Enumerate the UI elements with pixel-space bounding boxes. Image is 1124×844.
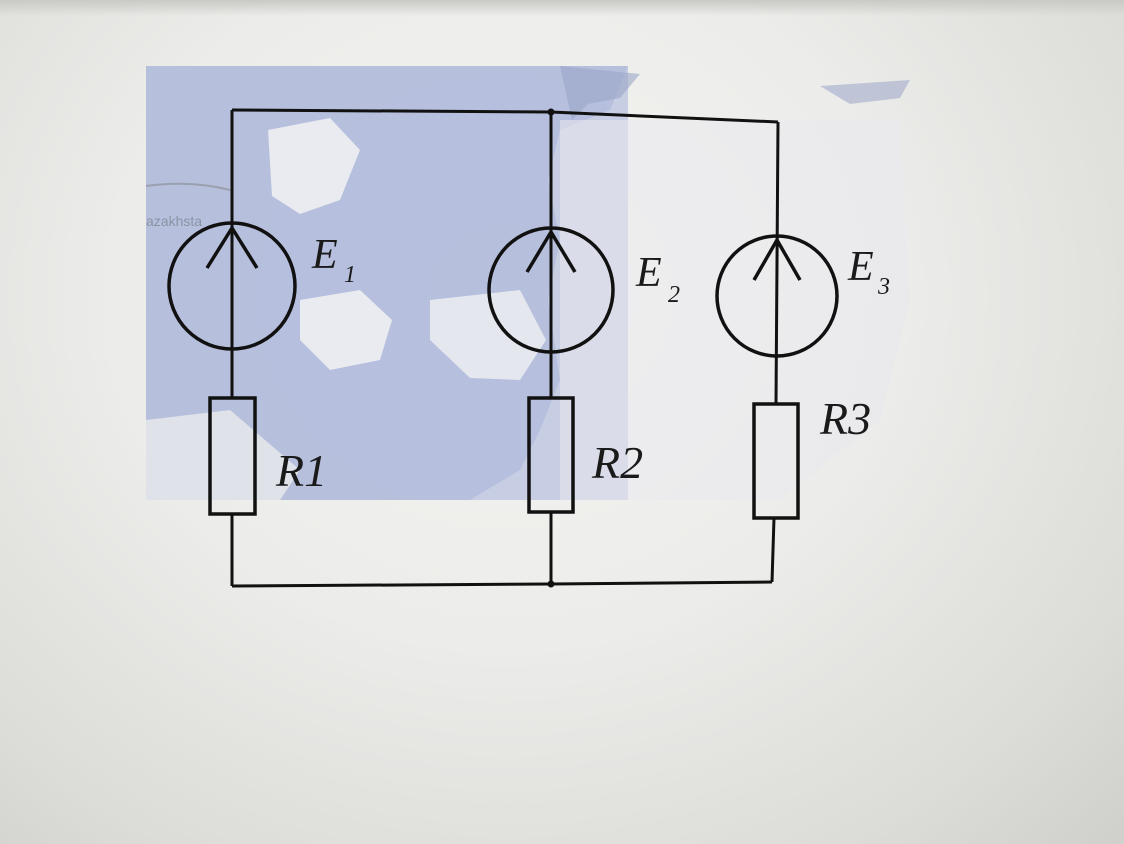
label-e3: E 3 <box>847 244 890 300</box>
resistor-r1 <box>208 396 257 516</box>
label-e2: E 2 <box>635 250 680 308</box>
voltage-source-e2 <box>487 226 615 354</box>
label-r1: R1 <box>275 445 327 496</box>
right-branch-lower-wire <box>770 517 776 583</box>
screen-edge <box>0 0 1124 16</box>
source-circle-icon <box>487 226 615 354</box>
voltage-source-e3 <box>715 234 839 358</box>
source-circle-icon <box>715 234 839 358</box>
label-r2: R2 <box>591 437 643 488</box>
arrow-up-icon <box>525 228 577 273</box>
bottom-junction-node <box>547 580 555 588</box>
bottom-bus-wire <box>231 580 773 588</box>
map-region-label: azakhsta <box>146 213 202 229</box>
map-background: azakhsta <box>145 66 910 500</box>
source-letter: E <box>635 250 662 296</box>
source-index: 3 <box>877 274 890 300</box>
arrow-up-icon <box>752 236 802 281</box>
source-circle-icon <box>167 221 297 351</box>
source-index: 2 <box>668 282 680 308</box>
source-letter: E <box>847 244 874 290</box>
label-e1: E 1 <box>311 232 356 288</box>
source-index: 1 <box>344 262 356 288</box>
resistor-r3 <box>752 402 800 520</box>
source-letter: E <box>311 232 338 278</box>
resistor-r2 <box>527 396 575 514</box>
voltage-source-e1 <box>167 221 297 351</box>
right-branch-upper-wire <box>774 121 780 405</box>
top-junction-node <box>547 108 555 116</box>
arrow-up-icon <box>205 224 259 269</box>
label-r3: R3 <box>819 393 871 444</box>
